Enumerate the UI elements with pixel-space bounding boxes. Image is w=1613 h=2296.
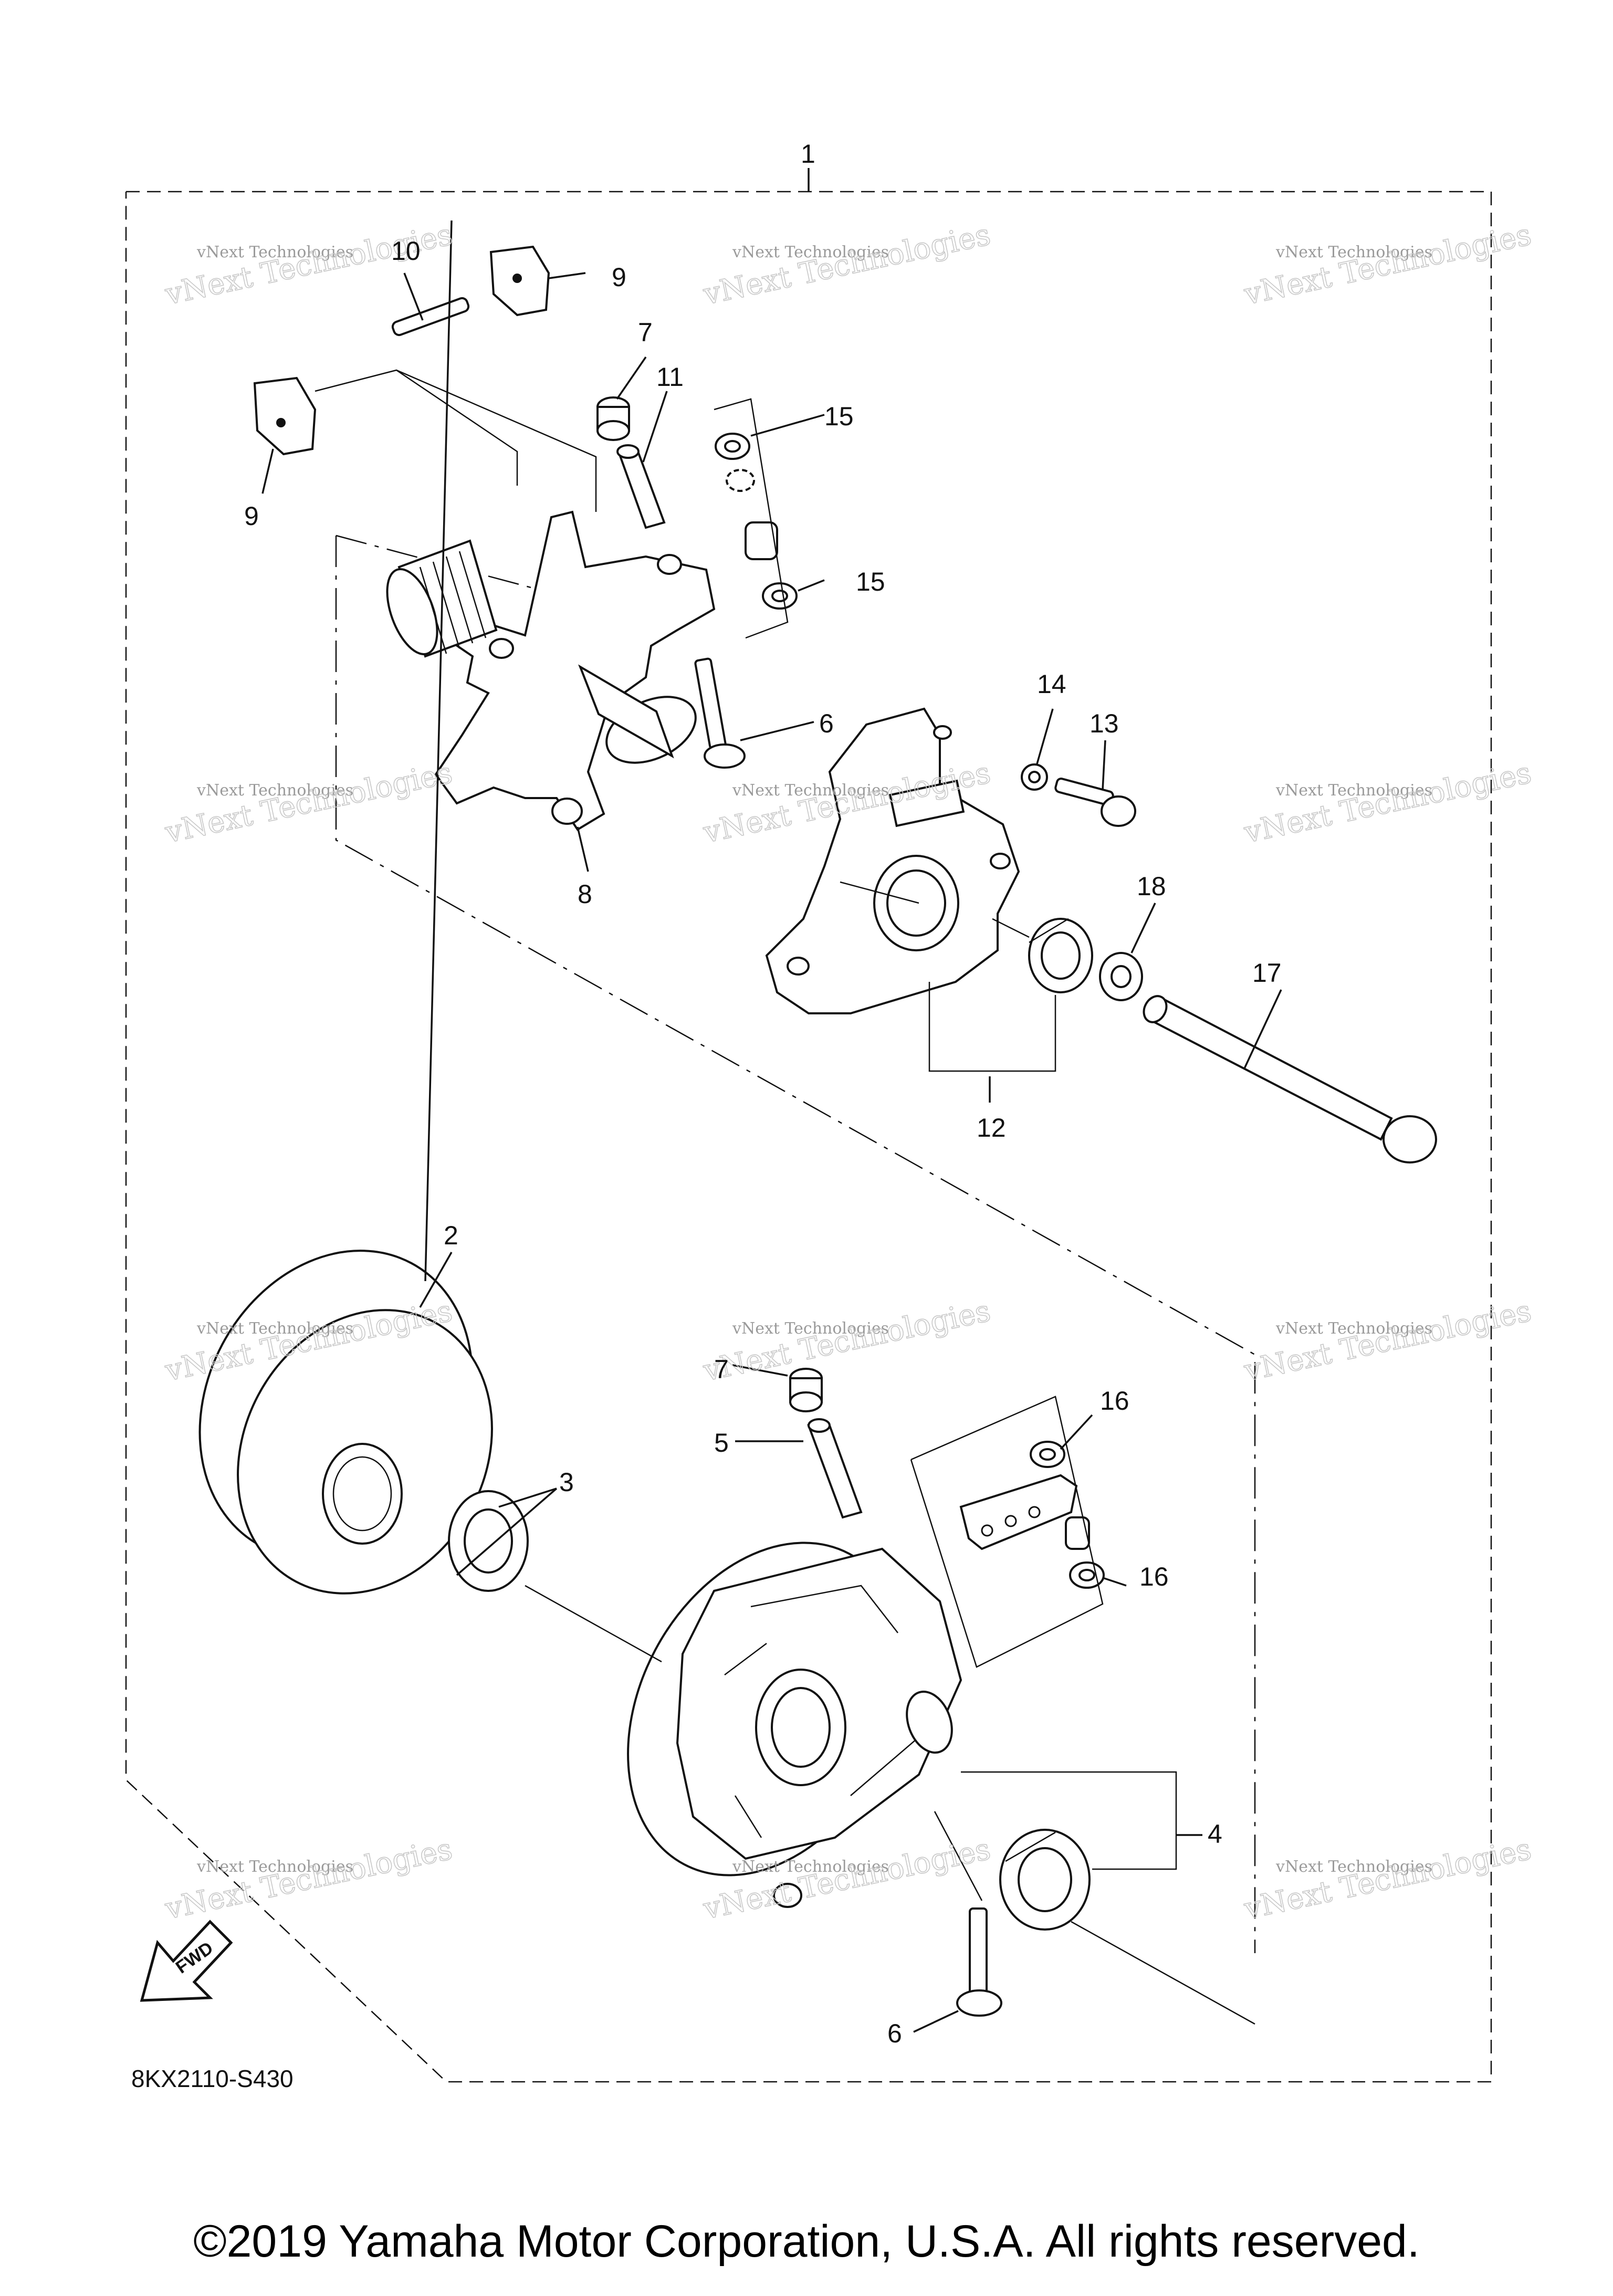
bracket-16: [910, 1396, 1104, 1668]
watermark-small: vNext Technologies: [196, 243, 353, 261]
bearing-part-4: [999, 1829, 1091, 1931]
bracket-4: [961, 1771, 1177, 1870]
line-cover-bearing: [840, 881, 919, 904]
watermark-small: vNext Technologies: [1275, 1858, 1432, 1876]
callout-17: 17: [1252, 958, 1282, 988]
watermark-small: vNext Technologies: [1275, 781, 1432, 800]
callout-6: 6: [887, 2019, 902, 2048]
collar-part-11: [616, 444, 666, 529]
watermark-big: vNext Technologies: [162, 1832, 455, 1926]
callout-16: 16: [1100, 1386, 1129, 1416]
watermark-small: vNext Technologies: [732, 781, 889, 800]
callout-labels: 1 10 9 9 7 11 15 15 6 14 13 8 18 17 12 2…: [244, 139, 1282, 2048]
washer-part-18: [1099, 952, 1143, 1001]
callout-16: 16: [1139, 1562, 1169, 1591]
watermark-big: vNext Technologies: [1241, 756, 1534, 850]
watermark-small: vNext Technologies: [196, 1319, 353, 1338]
washer-part-14: [1021, 763, 1048, 791]
watermark-big: vNext Technologies: [1241, 217, 1534, 311]
watermark-small: vNext Technologies: [1275, 243, 1432, 261]
callout-9: 9: [244, 501, 259, 531]
line-bearing-12: [992, 918, 1030, 938]
callout-4: 4: [1208, 1819, 1222, 1849]
collar-part-5: [807, 1418, 863, 1519]
callout-18: 18: [1137, 872, 1166, 901]
weight-part-9-right: [489, 245, 550, 317]
callout-12: 12: [977, 1113, 1006, 1142]
bolt-part-13: [1054, 778, 1136, 827]
sheave-part-2: [198, 1250, 493, 1595]
diagram-code: 8KX2110-S430: [131, 2065, 294, 2092]
bolt-part-6-top: [694, 657, 746, 769]
callout-6: 6: [819, 709, 834, 738]
watermark-big: vNext Technologies: [700, 217, 993, 311]
watermark-small: vNext Technologies: [732, 1858, 889, 1876]
callout-9: 9: [612, 263, 626, 292]
roller-group-15: [715, 433, 798, 610]
subassembly-frame: [335, 536, 1256, 1953]
nut-part-7-bottom: [789, 1368, 823, 1412]
cover-plate: [765, 707, 1020, 1014]
watermark-big: vNext Technologies: [700, 1294, 993, 1388]
bearing-part-12: [1028, 918, 1093, 993]
watermark-big: vNext Technologies: [162, 756, 455, 850]
bracket-12: [928, 982, 1056, 1072]
bolt-part-17: [1143, 995, 1437, 1163]
pin-part-10: [391, 297, 470, 337]
bolt-part-6-bottom: [956, 1907, 1002, 2017]
nut-part-7-top: [596, 396, 630, 441]
line-bearing-frame: [1071, 1921, 1255, 2025]
bushing-part-3: [448, 1490, 529, 1592]
watermark-small: vNext Technologies: [732, 1319, 889, 1338]
callout-8: 8: [578, 879, 592, 909]
callout-7: 7: [638, 318, 653, 347]
assembly-outline: [125, 191, 1492, 2083]
callout-2: 2: [444, 1221, 458, 1250]
copyright-footer: ©2019 Yamaha Motor Corporation, U.S.A. A…: [193, 2216, 1420, 2267]
fwd-arrow-icon: FWD: [140, 1920, 233, 2002]
callout-13: 13: [1090, 709, 1119, 738]
callout-10: 10: [391, 236, 421, 266]
watermark-small: vNext Technologies: [732, 243, 889, 261]
leader-weights-2: [396, 369, 518, 486]
callout-11: 11: [656, 362, 684, 392]
watermark-small: vNext Technologies: [196, 1858, 353, 1876]
watermark-big: vNext Technologies: [1241, 1832, 1534, 1926]
weight-part-9-left: [253, 376, 317, 456]
line-bushing-sheave: [525, 1585, 662, 1663]
leader-lines: [261, 168, 1282, 2033]
callout-14: 14: [1037, 669, 1066, 699]
watermark-big: vNext Technologies: [1241, 1294, 1534, 1388]
threaded-shaft: [386, 539, 498, 658]
callout-1: 1: [801, 139, 815, 169]
moveable-sheave: [627, 1542, 962, 1908]
roller-group-16: [959, 1441, 1105, 1589]
callout-5: 5: [714, 1428, 729, 1458]
callout-3: 3: [559, 1467, 574, 1497]
callout-15: 15: [856, 567, 885, 596]
line-bolt-sheave: [934, 1811, 983, 1901]
leader-weights: [315, 369, 597, 512]
bracket-rollers: [714, 398, 789, 639]
watermark-small: vNext Technologies: [196, 781, 353, 800]
spider-part-8: [408, 510, 716, 831]
watermark-small: vNext Technologies: [1275, 1319, 1432, 1338]
callout-15: 15: [824, 402, 854, 431]
callout-7: 7: [714, 1355, 729, 1384]
